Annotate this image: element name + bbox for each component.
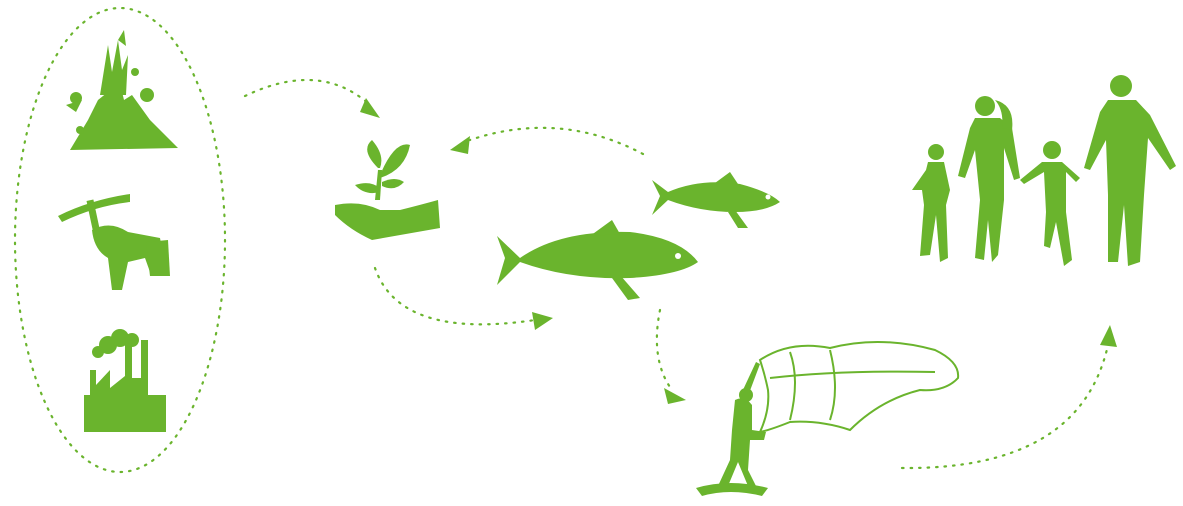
arrow-fish-to-fisherman [657, 310, 672, 390]
arrow-plant-to-fish [375, 268, 535, 324]
arrowhead [532, 312, 553, 330]
arrowhead [450, 136, 470, 154]
arrow-sources-to-plant [245, 80, 370, 105]
fish-icon [652, 172, 780, 228]
arrow-fish-to-plant [470, 128, 643, 154]
fisherman-casting-net-icon [696, 342, 958, 496]
factory-icon [84, 329, 166, 432]
arrowhead [360, 98, 380, 118]
family-icon [912, 75, 1176, 266]
fish-icon [497, 220, 698, 300]
volcano-icon [66, 30, 178, 150]
plant-in-hand-icon [335, 140, 440, 240]
arrow-fisherman-to-family [902, 345, 1108, 468]
arrowhead [1100, 325, 1117, 347]
arrowhead [664, 388, 686, 404]
pickaxe-mining-icon [58, 194, 170, 290]
